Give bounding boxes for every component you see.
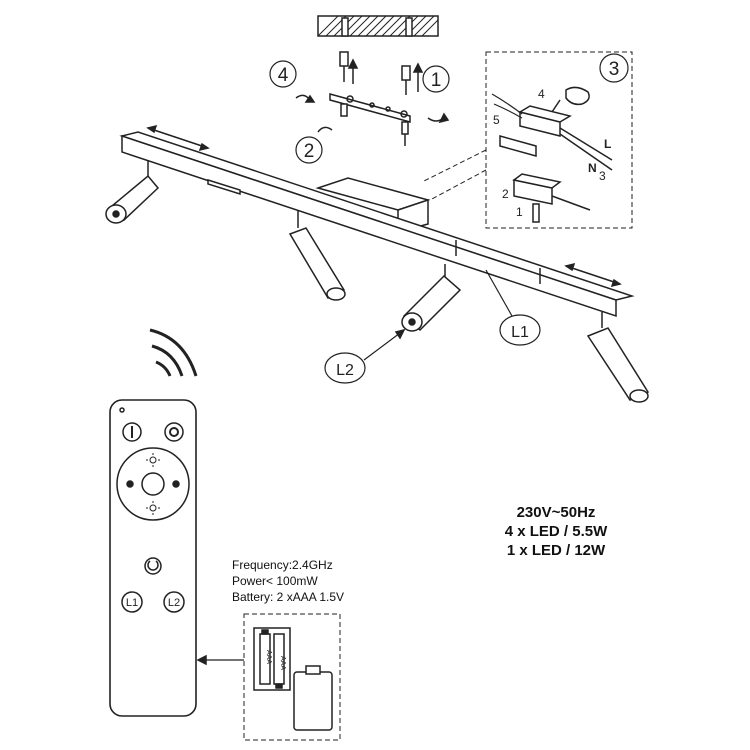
l1-callout-label: L1	[511, 324, 529, 341]
slide-arrow-icon	[146, 124, 622, 288]
detail-1-label: 1	[516, 205, 523, 219]
wiring-detail-box	[421, 51, 633, 229]
detail-2-label: 2	[502, 187, 509, 201]
brightness-icon	[146, 501, 160, 515]
l2-button-label: L2	[168, 597, 180, 609]
spotlight	[586, 312, 650, 403]
battery-text: Battery: 2 xAAA 1.5V	[232, 590, 345, 604]
l1-button-label: L1	[126, 597, 138, 609]
wireless-signal-icon	[149, 328, 198, 377]
step-marker	[269, 53, 629, 164]
led-small-text: 4 x LED / 5.5W	[504, 523, 608, 540]
battery-cover	[293, 671, 333, 731]
l2-callout	[324, 352, 366, 384]
wire-n-label: N	[588, 161, 597, 175]
step-4-label: 4	[278, 65, 289, 86]
power-button[interactable]	[122, 422, 142, 442]
timer-button[interactable]	[144, 557, 162, 575]
detail-4-label: 4	[538, 87, 545, 101]
timer-icon	[147, 560, 159, 571]
left-dot-icon	[126, 480, 134, 488]
battery-a-label: AAA	[265, 650, 272, 664]
step-3-label: 3	[609, 59, 620, 80]
dpad[interactable]	[116, 447, 190, 521]
wire-3-label: 3	[599, 169, 606, 183]
specs: 230V~50Hz 4 x LED / 5.5W 1 x LED / 12W	[476, 503, 636, 560]
arrow-icon	[347, 58, 424, 92]
spotlight	[288, 210, 346, 301]
remote-info: Frequency:2.4GHz Power< 100mW Battery: 2…	[232, 557, 344, 605]
l2-button[interactable]	[163, 591, 185, 613]
spotlight	[401, 264, 462, 332]
detail-5-label: 5	[493, 113, 500, 127]
arrow-icon	[196, 654, 244, 666]
step-1-label: 1	[431, 70, 442, 91]
circle-icon	[169, 427, 179, 437]
mounting-bracket	[329, 93, 411, 123]
track-bar	[119, 131, 635, 318]
center-button	[141, 472, 165, 496]
screw-icon	[339, 51, 411, 146]
wire-l-label: L	[604, 137, 611, 151]
night-mode-button[interactable]	[164, 422, 184, 442]
arrow-icon	[394, 328, 406, 340]
voltage-text: 230V~50Hz	[516, 504, 596, 521]
ceiling-hatch-icon	[317, 15, 439, 37]
power-text: Power< 100mW	[232, 574, 318, 588]
l1-leader-line	[485, 269, 513, 317]
frequency-text: Frequency:2.4GHz	[232, 558, 333, 572]
battery-compartment	[243, 613, 341, 741]
l1-button[interactable]	[121, 591, 143, 613]
brightness-icon	[146, 453, 160, 467]
indicator-led	[119, 407, 125, 413]
spotlight	[105, 160, 160, 224]
led-large-text: 1 x LED / 12W	[506, 542, 606, 559]
right-dot-icon	[172, 480, 180, 488]
step-2-label: 2	[304, 141, 315, 162]
l1-callout	[499, 314, 541, 346]
rotate-arrow-icon	[295, 94, 450, 133]
l2-callout-label: L2	[336, 362, 354, 379]
battery-b-label: AAA	[279, 656, 286, 670]
